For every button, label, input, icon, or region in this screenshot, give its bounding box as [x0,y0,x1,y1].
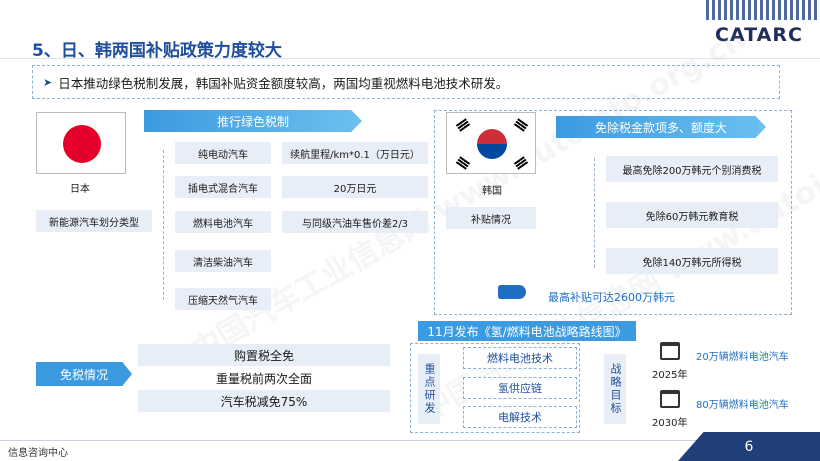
goal-text: 20万辆燃料电池汽车 [696,352,789,363]
goal-year: 2025年 [652,370,688,381]
calendar-icon [660,342,680,360]
korea-item: 免除140万韩元所得税 [606,248,778,274]
goal-tag: 战略目标 [604,354,626,424]
goal-year: 2030年 [652,418,688,429]
japan-label: 日本 [70,184,90,195]
pointing-hand-icon [498,285,526,299]
korea-subsidy: 补贴情况 [446,207,536,229]
korea-banner: 免除税金款项多、额度大 [556,116,766,138]
goal-text: 80万辆燃料电池汽车 [696,400,789,411]
trigram-icon [455,118,471,132]
taxfree-row: 重量税前两次全面 [138,367,390,389]
japan-flag-icon [36,112,126,174]
japan-bracket [163,150,164,300]
japan-type: 压缩天然气汽车 [175,288,271,310]
trigram-icon [455,156,471,170]
footer-divider [0,440,820,441]
catarc-logo: CATARC [715,24,803,46]
focus-tag: 重点研发 [418,354,440,424]
page-title: 5、日、韩两国补贴政策力度较大 [32,41,282,61]
taxfree-label: 免税情况 [36,362,132,386]
japan-type: 插电式混合汽车 [175,176,271,198]
intro-box: ➤ 日本推动绿色税制发展，韩国补贴资金额度较高，两国均重视燃料电池技术研发。 [32,65,780,99]
title-divider [0,58,820,59]
roadmap-banner: 11月发布《氢/燃料电池战略路线图》 [418,321,636,341]
japan-type: 清洁柴油汽车 [175,250,271,272]
korea-max-subsidy: 最高补贴可达2600万韩元 [548,291,675,304]
roadmap-item: 燃料电池技术 [463,347,577,369]
japan-type: 燃料电池汽车 [175,211,271,233]
arrow-bullet-icon: ➤ [43,75,53,89]
korea-label: 韩国 [482,186,502,197]
page-number: 6 [678,432,820,461]
korea-item: 最高免除200万韩元个别消费税 [606,156,778,182]
japan-value: 续航里程/km*0.1（万日元） [282,142,428,164]
roadmap-panel [410,343,580,433]
trigram-icon [513,156,529,170]
taxfree-row: 购置税全免 [138,344,390,366]
trigram-icon [513,118,529,132]
japan-type: 纯电动汽车 [175,142,271,164]
japan-value: 20万日元 [282,176,428,198]
roadmap-item: 氢供应链 [463,377,577,399]
taeguk-icon [477,129,507,159]
intro-text: 日本推动绿色税制发展，韩国补贴资金额度较高，两国均重视燃料电池技术研发。 [58,75,509,91]
logo-decoration [706,0,820,20]
footer-text: 信息咨询中心 [8,448,68,459]
taxfree-row: 汽车税减免75% [138,390,390,412]
japan-banner: 推行绿色税制 [144,110,362,132]
japan-value: 与同级汽油车售价差2/3 [282,211,428,233]
korea-item: 免除60万韩元教育税 [606,202,778,228]
korea-bracket [594,158,595,268]
calendar-icon [660,390,680,408]
roadmap-item: 电解技术 [463,406,577,428]
korea-panel [434,110,792,315]
japan-category: 新能源汽车划分类型 [36,210,152,232]
korea-flag-icon [446,112,536,174]
